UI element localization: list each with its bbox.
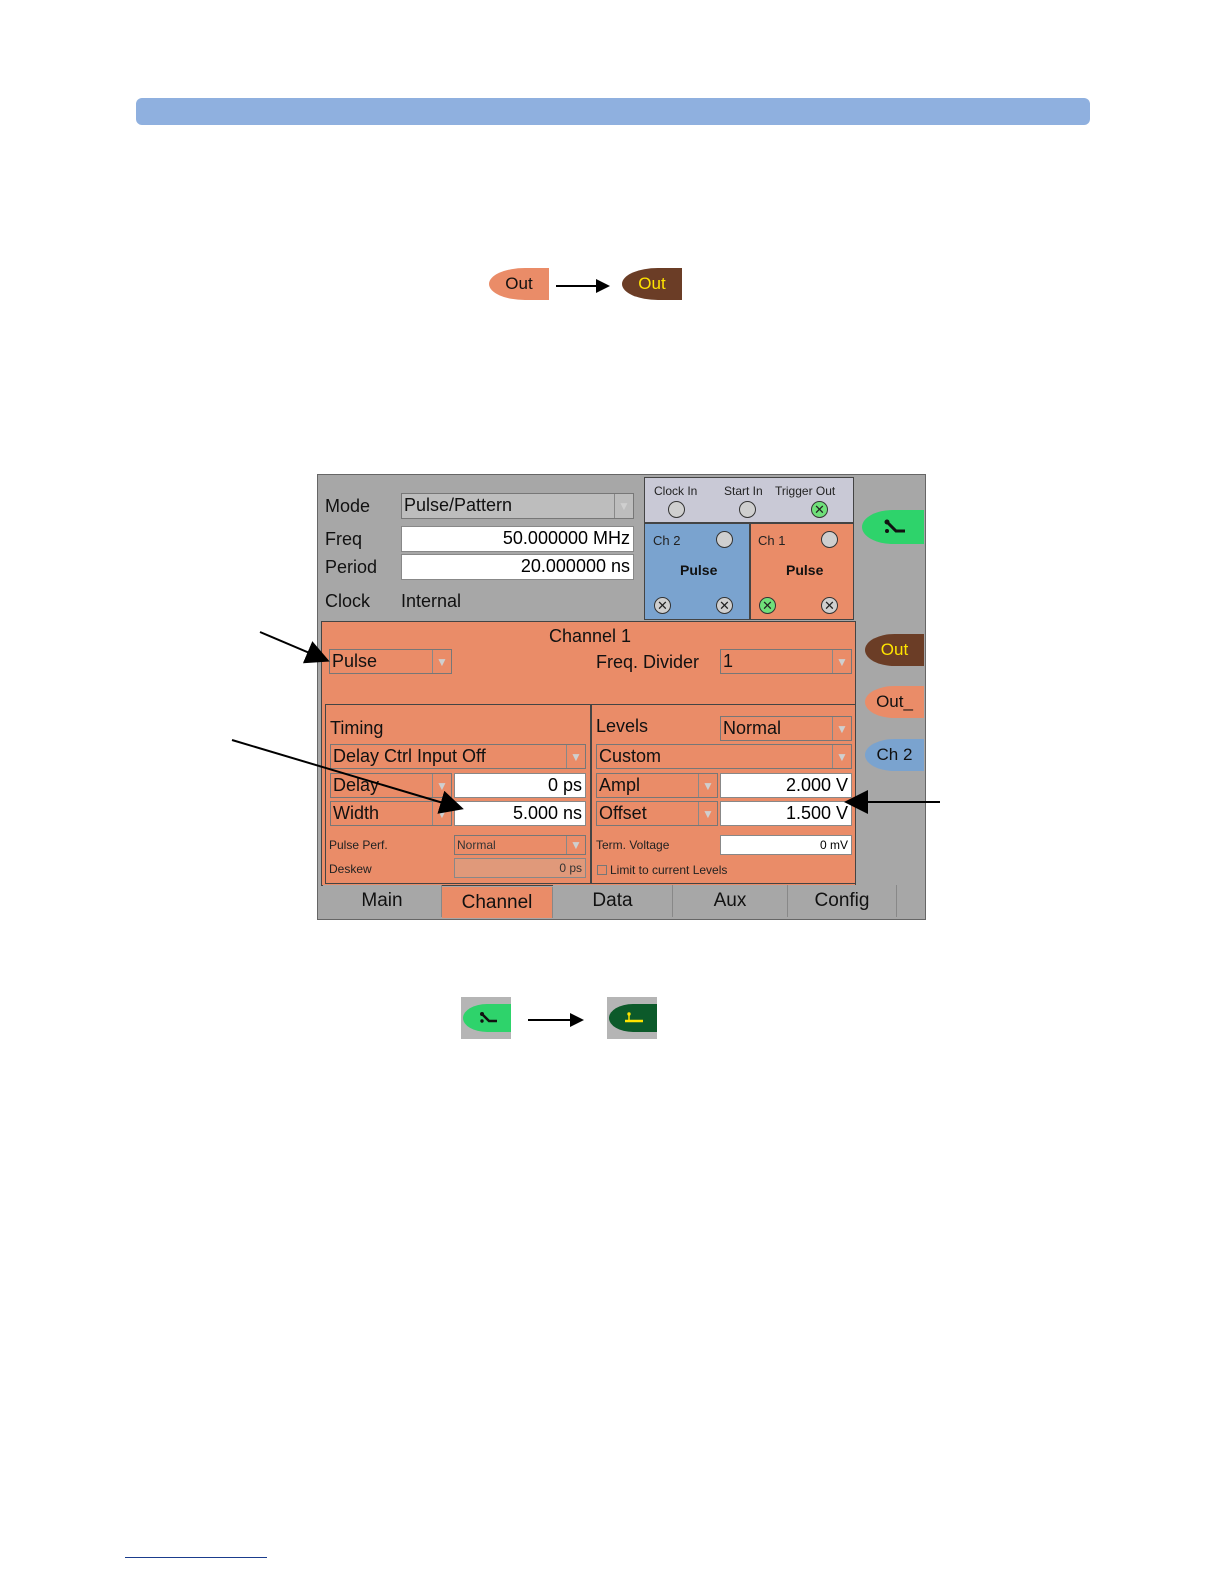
timing-section	[325, 704, 591, 884]
start-in-indicator-icon	[739, 501, 756, 518]
signal-type-value: Pulse	[332, 651, 378, 671]
out-button-on[interactable]: Out	[622, 268, 682, 300]
switch-closed-icon	[625, 1012, 643, 1023]
tab-config[interactable]: Config	[788, 885, 897, 917]
clock-in-label: Clock In	[654, 484, 698, 498]
chevron-down-icon: ▼	[832, 650, 851, 673]
ch2-label: Ch 2	[653, 533, 681, 548]
levels-title: Levels	[596, 716, 649, 736]
side-ch2-button[interactable]: Ch 2	[865, 739, 924, 771]
pulse-perf-value: Normal	[457, 838, 496, 852]
term-voltage-label: Term. Voltage	[596, 838, 670, 852]
freq-input[interactable]: 50.000000 MHz	[401, 526, 634, 552]
ampl-label: Ampl	[599, 775, 641, 795]
switch-icon	[884, 519, 905, 533]
width-input[interactable]: 5.000 ns	[454, 801, 586, 826]
tab-channel[interactable]: Channel	[442, 887, 553, 918]
freq-divider-value: 1	[723, 651, 734, 671]
ch2-out-indicator-icon: ✕	[654, 597, 671, 614]
ch1-outbar-indicator-icon: ✕	[821, 597, 838, 614]
trigger-out-indicator-icon: ✕	[811, 501, 828, 518]
arrow-right-icon	[528, 1013, 584, 1027]
limit-levels-checkbox[interactable]	[597, 865, 607, 875]
delay-ctrl-value: Delay Ctrl Input Off	[333, 746, 486, 766]
switch-button-on-bg	[607, 997, 657, 1039]
output-enable-button[interactable]	[862, 510, 924, 544]
levels-mode-dropdown[interactable]: Normal ▼	[720, 716, 852, 741]
delay-input[interactable]: 0 ps	[454, 773, 586, 798]
ampl-param-dropdown[interactable]: Ampl ▼	[596, 773, 718, 798]
period-input[interactable]: 20.000000 ns	[401, 554, 634, 580]
switch-button-off-bg	[461, 997, 511, 1039]
chevron-down-icon: ▼	[614, 494, 633, 518]
ch1-mode: Pulse	[786, 562, 824, 578]
limit-levels-label: Limit to current Levels	[610, 863, 728, 877]
tab-data[interactable]: Data	[553, 885, 673, 917]
chevron-down-icon: ▼	[832, 717, 851, 740]
timing-title: Timing	[330, 718, 384, 738]
freq-label: Freq	[325, 529, 363, 549]
mode-dropdown[interactable]: Pulse/Pattern ▼	[401, 493, 634, 519]
mode-label: Mode	[325, 496, 371, 516]
section-header-bar	[136, 98, 1090, 125]
chevron-down-icon: ▼	[832, 745, 851, 768]
ch1-label: Ch 1	[758, 533, 786, 548]
start-in-label: Start In	[724, 484, 763, 498]
offset-param-dropdown[interactable]: Offset ▼	[596, 801, 718, 826]
ch2-indicator-icon	[716, 531, 733, 548]
freq-divider-dropdown[interactable]: 1 ▼	[720, 649, 852, 674]
ch1-out-indicator-icon: ✕	[759, 597, 776, 614]
chevron-down-icon: ▼	[698, 802, 717, 825]
tab-aux[interactable]: Aux	[673, 885, 788, 917]
offset-label: Offset	[599, 803, 647, 823]
footer-rule	[125, 1557, 267, 1558]
ch2-mode: Pulse	[680, 562, 718, 578]
switch-button-on[interactable]	[609, 1004, 657, 1032]
freq-divider-label: Freq. Divider	[596, 652, 700, 672]
clock-value: Internal	[401, 591, 462, 611]
channel-title: Channel 1	[549, 626, 632, 646]
pulse-perf-label: Pulse Perf.	[329, 838, 388, 852]
chevron-down-icon: ▼	[432, 774, 451, 797]
delay-ctrl-dropdown[interactable]: Delay Ctrl Input Off ▼	[330, 744, 586, 769]
custom-value: Custom	[599, 746, 662, 766]
trigger-out-label: Trigger Out	[775, 484, 836, 498]
ch1-indicator-icon	[821, 531, 838, 548]
term-voltage-input[interactable]: 0 mV	[720, 835, 852, 855]
period-label: Period	[325, 557, 378, 577]
chevron-down-icon: ▼	[698, 774, 717, 797]
chevron-down-icon: ▼	[566, 745, 585, 768]
custom-dropdown[interactable]: Custom ▼	[596, 744, 852, 769]
tab-main[interactable]: Main	[323, 885, 442, 917]
callout-arrow-width	[231, 739, 464, 814]
pulse-perf-dropdown[interactable]: Normal ▼	[454, 835, 586, 855]
width-label: Width	[333, 803, 380, 823]
ampl-input[interactable]: 2.000 V	[720, 773, 852, 798]
clock-label: Clock	[325, 591, 371, 611]
callout-arrow-signal-type	[259, 631, 330, 664]
out-button-off[interactable]: Out	[489, 268, 549, 300]
chevron-down-icon: ▼	[432, 650, 451, 673]
clock-in-indicator-icon	[668, 501, 685, 518]
deskew-label: Deskew	[329, 862, 372, 876]
arrow-right-icon	[556, 279, 610, 293]
deskew-input[interactable]: 0 ps	[454, 858, 586, 878]
switch-button-off[interactable]	[463, 1004, 511, 1032]
offset-input[interactable]: 1.500 V	[720, 801, 852, 826]
side-out-button[interactable]: Out	[865, 634, 924, 666]
chevron-down-icon: ▼	[566, 836, 585, 854]
side-out-bar-button[interactable]: Out_	[865, 686, 924, 718]
switch-open-icon	[480, 1012, 497, 1023]
levels-mode-value: Normal	[723, 718, 782, 738]
mode-value: Pulse/Pattern	[404, 495, 513, 515]
ch2-outbar-indicator-icon: ✕	[716, 597, 733, 614]
